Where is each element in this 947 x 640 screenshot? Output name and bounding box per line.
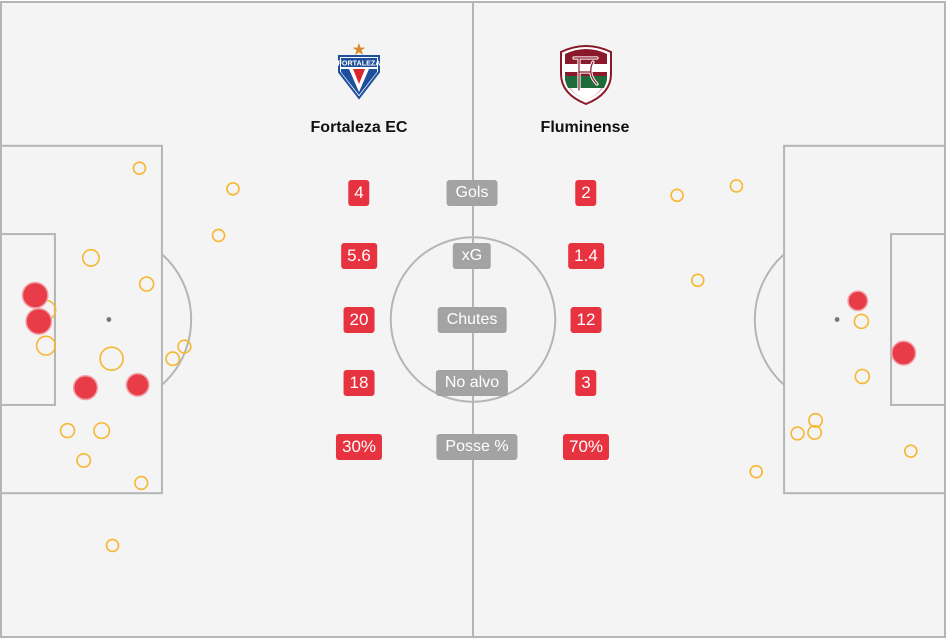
stat-row-xg: 5.6 xG 1.4 (0, 243, 947, 269)
home-stat-value: 30% (335, 434, 383, 460)
shot-marker (853, 313, 870, 330)
right-penalty-arc (753, 253, 785, 386)
fluminense-crest-icon (560, 45, 612, 106)
centre-circle (389, 236, 557, 403)
shot-marker (904, 444, 918, 458)
shot-marker (132, 161, 147, 176)
shot-marker (790, 426, 805, 441)
shot-marker (105, 538, 120, 553)
away-stat-value: 12 (570, 307, 602, 333)
stat-label: Chutes (437, 307, 507, 333)
shot-marker (177, 339, 192, 354)
stat-label: Posse % (436, 434, 518, 460)
goal-shot-marker (21, 281, 49, 309)
shot-marker (59, 422, 76, 439)
left-penalty-arc (161, 253, 193, 386)
shot-marker (138, 276, 155, 292)
stat-label: No alvo (435, 370, 509, 396)
home-team-name: Fortaleza EC (310, 119, 408, 136)
right-penalty-spot (834, 317, 840, 322)
stat-row-shots: 20 Chutes 12 (0, 307, 947, 333)
home-stat-value: 20 (343, 307, 375, 333)
goal-shot-marker (847, 290, 869, 312)
shot-marker (670, 188, 684, 203)
shot-marker (81, 248, 100, 267)
stat-row-possession: 30% Posse % 70% (0, 434, 947, 460)
stat-label: Gols (446, 180, 498, 206)
fortaleza-crest-text: FORTALEZA (338, 59, 381, 68)
away-stat-value: 70% (562, 434, 610, 460)
shot-marker (854, 368, 871, 385)
shot-marker (93, 422, 111, 440)
away-stat-value: 2 (575, 180, 597, 206)
away-team-name: Fluminense (540, 119, 630, 136)
shot-marker (99, 346, 124, 372)
goal-shot-marker (891, 340, 917, 366)
shot-marker (226, 181, 240, 196)
home-stat-value: 18 (343, 370, 375, 396)
left-goal-area (0, 233, 56, 406)
shot-marker (690, 273, 705, 288)
right-goal-area (890, 233, 946, 406)
home-stat-value: 4 (348, 180, 370, 206)
shot-marker (211, 228, 226, 243)
away-stat-value: 3 (575, 370, 597, 396)
shot-marker (808, 412, 824, 428)
stat-row-goals: 4 Gols 2 (0, 180, 947, 206)
away-stat-value: 1.4 (568, 243, 604, 269)
shot-markers (21, 161, 918, 553)
shot-marker (729, 179, 744, 193)
left-penalty-spot (106, 317, 112, 322)
shot-marker (76, 453, 92, 468)
stat-row-on-target: 18 No alvo 3 (0, 370, 947, 396)
shot-marker (807, 425, 823, 440)
fortaleza-crest-icon: FORTALEZA (338, 43, 381, 100)
home-stat-value: 5.6 (341, 243, 377, 269)
shot-marker (35, 335, 57, 356)
goal-shot-marker (25, 307, 53, 335)
shot-marker (165, 351, 181, 367)
shot-marker (749, 464, 764, 479)
goal-shot-marker (125, 372, 150, 397)
goal-shot-marker (72, 375, 99, 401)
stat-label: xG (452, 243, 492, 269)
shot-marker (134, 475, 149, 491)
